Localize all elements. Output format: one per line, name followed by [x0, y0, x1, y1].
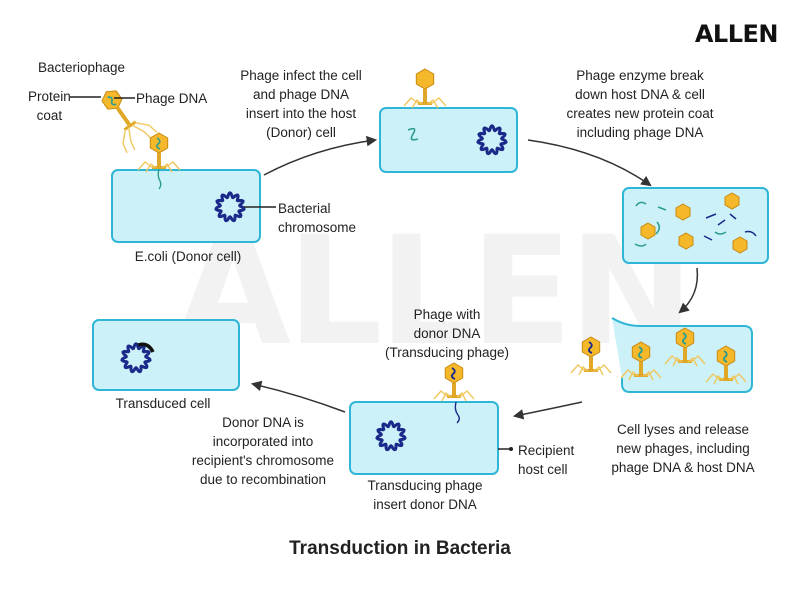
phage-attached-donor — [137, 132, 181, 190]
released-phage — [570, 336, 612, 376]
label-bacteriophage: Bacteriophage — [38, 60, 126, 75]
label-phage-dna: Phage DNA — [136, 91, 208, 106]
released-phage — [664, 327, 706, 367]
allen-logo: ALLEN — [694, 20, 779, 48]
phage-empty-head — [403, 68, 447, 109]
cycle-arrows — [250, 135, 699, 420]
watermark: ALLEN — [175, 205, 694, 379]
released-phages — [433, 327, 747, 402]
donor-chromosome — [214, 191, 246, 223]
recipient-cell — [349, 401, 513, 475]
donor-cell — [111, 169, 276, 243]
infected-cell — [379, 107, 518, 173]
released-phage — [705, 345, 747, 385]
host-chromosome — [476, 124, 508, 156]
transduced-cell — [92, 319, 240, 391]
assembly-cell — [622, 187, 769, 264]
released-phage — [620, 341, 662, 381]
label-donor-cell: E.coli (Donor cell) — [134, 249, 242, 264]
transducing-phage — [433, 362, 475, 402]
legend-phage — [101, 90, 158, 154]
label-transduced-cell: Transduced cell — [115, 396, 211, 411]
diagram-title: Transduction in Bacteria — [289, 538, 511, 559]
recipient-chromosome — [375, 420, 407, 452]
